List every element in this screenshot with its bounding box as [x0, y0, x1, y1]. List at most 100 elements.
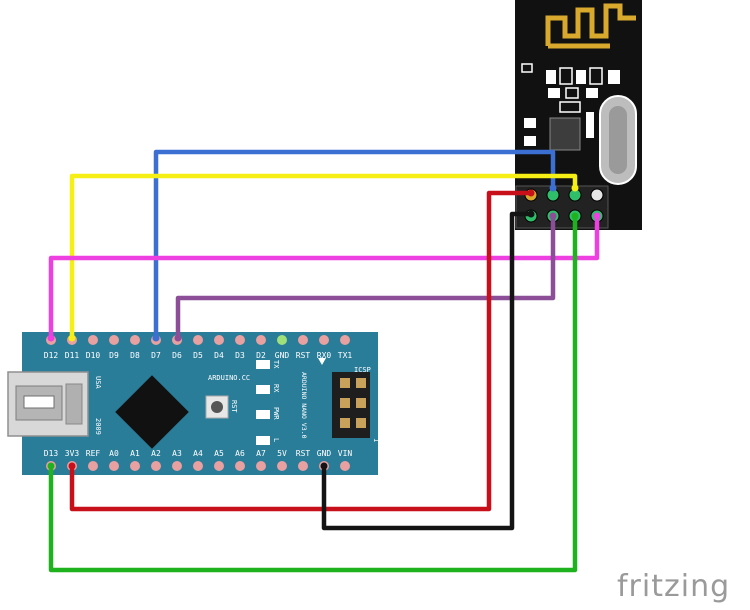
pin-label-top: D10	[86, 351, 101, 360]
pin-label-bottom: 3V3	[65, 449, 80, 458]
smd-part	[559, 101, 581, 113]
led-tx	[256, 360, 270, 369]
wire-end-black	[320, 462, 328, 470]
antenna-trace	[545, 3, 636, 49]
wire-end-purple	[549, 212, 557, 220]
icsp-pins	[340, 378, 366, 428]
led-label-pwr: PWR	[272, 407, 280, 420]
smd-part	[586, 88, 598, 98]
smd-part	[546, 70, 556, 84]
pin-bottom-a2[interactable]	[151, 461, 161, 471]
smd-part	[565, 87, 579, 99]
smd-part	[524, 118, 536, 128]
pin-bottom-a7[interactable]	[256, 461, 266, 471]
pin-label-bottom: 5V	[277, 449, 287, 458]
icsp-pin	[340, 418, 350, 428]
icsp-pin	[356, 418, 366, 428]
reset-button-cap[interactable]	[211, 401, 223, 413]
pin-label-top: D12	[44, 351, 59, 360]
pin-top-d9[interactable]	[109, 335, 119, 345]
smd-part	[576, 70, 586, 84]
pin-top-d8[interactable]	[130, 335, 140, 345]
pin-label-top: RST	[296, 351, 311, 360]
wire-end-magenta	[593, 212, 601, 220]
pin-bottom-ref[interactable]	[88, 461, 98, 471]
wire-end-blue	[549, 184, 557, 192]
crystal-inner	[609, 106, 627, 174]
wire-ends	[47, 184, 601, 470]
wire-d6-purple[interactable]	[175, 213, 556, 341]
pin-bottom-a6[interactable]	[235, 461, 245, 471]
smd-part	[524, 136, 536, 146]
led-label-l: L	[272, 438, 280, 442]
pin-top-d5[interactable]	[193, 335, 203, 345]
wire-end-magenta	[47, 334, 55, 342]
led-rx	[256, 385, 270, 394]
pin-top-d3[interactable]	[235, 335, 245, 345]
pin-label-bottom: A6	[235, 449, 245, 458]
pin-bottom-a0[interactable]	[109, 461, 119, 471]
board-name: ARDUINO NANO V3.0	[300, 372, 308, 439]
pin-bottom-a3[interactable]	[172, 461, 182, 471]
icsp-pin	[340, 398, 350, 408]
pin-label-top: D8	[130, 351, 140, 360]
usb-port-tongue	[23, 395, 55, 409]
pin-label-bottom: A3	[172, 449, 182, 458]
pin-label-bottom: REF	[86, 449, 101, 458]
pin-top-d10[interactable]	[88, 335, 98, 345]
pin-label-top: D11	[65, 351, 80, 360]
pin-bottom-a1[interactable]	[130, 461, 140, 471]
pin-top-rst[interactable]	[298, 335, 308, 345]
brand-logo: fritzing	[617, 569, 730, 604]
pin-top-d4[interactable]	[214, 335, 224, 345]
icsp-pin	[340, 378, 350, 388]
smd-part	[548, 88, 560, 98]
led-l	[256, 436, 270, 445]
pin-bottom-a5[interactable]	[214, 461, 224, 471]
wire-gnd-black[interactable]	[321, 211, 534, 531]
pin-label-top: D3	[235, 351, 245, 360]
wire-end-yellow	[68, 334, 76, 342]
pin-label-bottom: RST	[296, 449, 311, 458]
silk-usa: USA	[94, 376, 102, 389]
pin-label-bottom: VIN	[338, 449, 353, 458]
wire-3v3-red[interactable]	[69, 190, 534, 512]
pin-bottom-rst[interactable]	[298, 461, 308, 471]
pin-label-top: D2	[256, 351, 266, 360]
pin-label-top: TX1	[338, 351, 353, 360]
pin-label-bottom: A7	[256, 449, 266, 458]
silk-arduino-cc: ARDUINO.CC	[208, 374, 250, 382]
module-pin-unused[interactable]	[590, 188, 604, 202]
pin-label-top: D5	[193, 351, 203, 360]
smd-part	[608, 70, 620, 84]
wire-d7-blue[interactable]	[153, 149, 556, 341]
silk-year: 2009	[94, 418, 102, 435]
pin-label-bottom: A0	[109, 449, 119, 458]
pin-bottom-5v[interactable]	[277, 461, 287, 471]
pin-top-d2[interactable]	[256, 335, 266, 345]
pin-top-gnd[interactable]	[277, 335, 287, 345]
pin-label-top: D7	[151, 351, 161, 360]
wires	[48, 149, 600, 573]
wire-d12-magenta[interactable]	[48, 213, 600, 341]
microcontroller-chip	[115, 375, 189, 449]
silk-pin-one: 1	[372, 438, 380, 442]
wire-end-purple	[174, 334, 182, 342]
pin-bottom-vin[interactable]	[340, 461, 350, 471]
pin-top-rx0[interactable]	[319, 335, 329, 345]
pin-label-top: RX0	[317, 351, 332, 360]
pin-label-bottom: D13	[44, 449, 59, 458]
pin-label-bottom: A4	[193, 449, 203, 458]
wire-end-black	[527, 210, 535, 218]
pin-label-bottom: A1	[130, 449, 140, 458]
radio-chip	[549, 117, 581, 151]
led-label-tx: TX	[272, 360, 280, 369]
pin-label-top: D4	[214, 351, 224, 360]
pin-top-tx1[interactable]	[340, 335, 350, 345]
wire-d13-green[interactable]	[48, 213, 578, 573]
pin-one-marker	[318, 358, 326, 365]
smd-part	[586, 112, 594, 138]
pin-bottom-a4[interactable]	[193, 461, 203, 471]
